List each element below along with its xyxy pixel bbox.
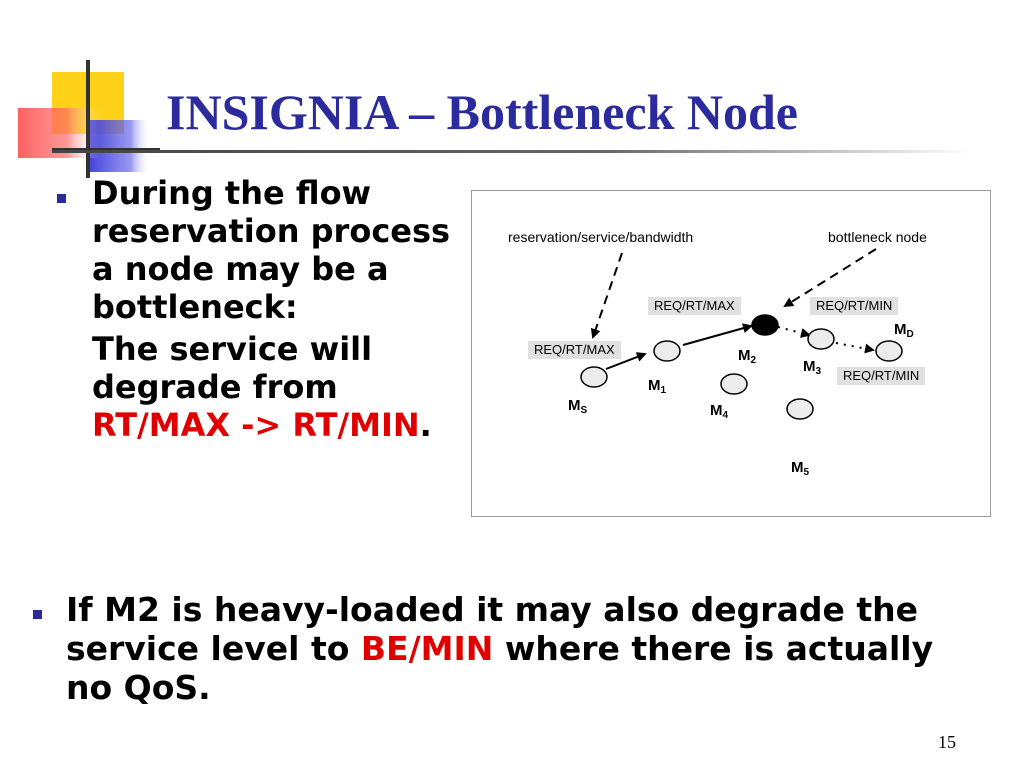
node-label-m4: M4 xyxy=(710,402,729,421)
reservation-pointer-arrow xyxy=(590,252,623,339)
node-label-m3: M3 xyxy=(803,358,822,377)
bullet-2-text-before: If M2 is heavy-loaded it may also degrad… xyxy=(66,590,918,668)
node-m5 xyxy=(786,398,814,420)
diagram-graphics xyxy=(580,248,903,420)
node-m3 xyxy=(807,328,835,350)
flow-arrow-ms-m1 xyxy=(605,352,647,370)
node-m4 xyxy=(720,373,748,395)
title-divider xyxy=(52,150,972,153)
page-number: 15 xyxy=(938,732,956,752)
node-label-m2: M2 xyxy=(738,347,757,366)
node-md xyxy=(875,340,903,362)
bullet-2: If M2 is heavy-loaded it may also degrad… xyxy=(66,590,966,707)
bullet-marker-1 xyxy=(57,194,66,203)
message-box-2: REQ/RT/MAX xyxy=(648,297,741,315)
bottleneck-pointer-arrow xyxy=(783,248,877,308)
message-box-1: REQ/RT/MAX xyxy=(528,341,621,359)
bottleneck-label: bottleneck node xyxy=(828,229,927,245)
flow-arrow-m2-m3 xyxy=(777,326,811,338)
node-label-ms: MS xyxy=(568,397,588,416)
bullet-2-text-after: where there is actually no QoS. xyxy=(66,629,934,707)
message-box-3: REQ/RT/MIN xyxy=(810,297,899,315)
reservation-label: reservation/service/bandwidth xyxy=(508,229,694,245)
bullet-1-continuation: The service will degrade from RT/MAX -> … xyxy=(92,330,452,444)
node-m1 xyxy=(653,340,681,362)
bullet-1-highlight: RT/MAX -> RT/MIN xyxy=(92,406,420,444)
bullet-1-trailing: . xyxy=(419,406,432,444)
bullet-marker-2 xyxy=(33,610,42,619)
flow-arrow-m1-m2 xyxy=(682,323,753,346)
slide-title: INSIGNIA – Bottleneck Node xyxy=(166,84,798,140)
node-label-md: MD xyxy=(894,321,914,340)
bullet-2-highlight: BE/MIN xyxy=(360,629,494,668)
bottleneck-diagram: reservation/service/bandwidth bottleneck… xyxy=(471,190,991,517)
message-box-4: REQ/RT/MIN xyxy=(837,367,926,385)
node-label-m1: M1 xyxy=(648,377,667,396)
flow-arrow-m3-md xyxy=(835,342,875,354)
node-ms xyxy=(580,366,608,388)
decorative-logo xyxy=(18,60,160,178)
bullet-1: During the flow reservation process a no… xyxy=(92,174,452,444)
node-m2-bottleneck xyxy=(751,314,779,336)
bullet-1-continuation-text: The service will degrade from xyxy=(92,330,373,406)
bullet-1-text: During the flow reservation process a no… xyxy=(92,174,451,326)
node-label-m5: M5 xyxy=(791,459,810,478)
